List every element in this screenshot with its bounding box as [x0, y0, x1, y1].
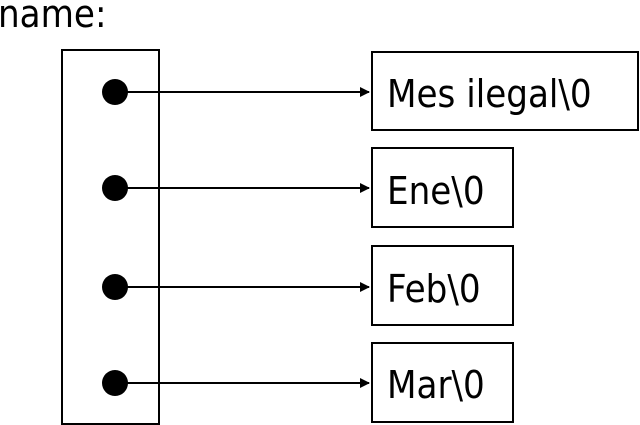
string-box: [371, 147, 514, 228]
string-label: Mes ilegal\0: [387, 72, 592, 116]
string-box: [371, 245, 514, 326]
variable-name-label: name:: [0, 0, 107, 36]
array-row: Mar\0: [102, 342, 514, 423]
array-row: Feb\0: [102, 245, 514, 326]
array-row: Ene\0: [102, 147, 514, 228]
string-box: [371, 342, 514, 423]
array-row: Mes ilegal\0: [102, 51, 639, 131]
pointer-array-box: [61, 49, 160, 425]
string-label: Mar\0: [387, 363, 485, 407]
string-box: [371, 51, 639, 131]
string-label: Feb\0: [387, 267, 481, 311]
string-label: Ene\0: [387, 169, 485, 213]
